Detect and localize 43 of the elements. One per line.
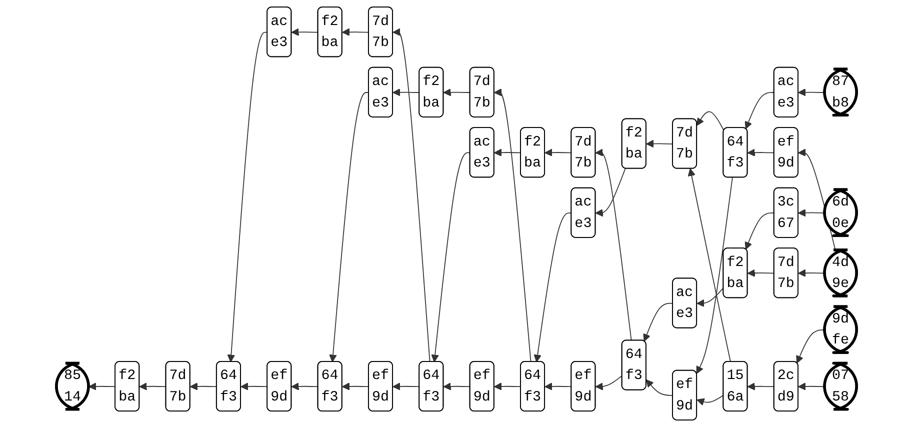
arrow — [646, 140, 674, 148]
arrow — [595, 148, 632, 342]
arrow — [747, 382, 775, 390]
arrow — [798, 269, 826, 277]
arrow — [443, 382, 471, 390]
arrow — [798, 88, 826, 96]
arrow — [696, 111, 724, 132]
arrow — [392, 28, 430, 362]
arrow — [291, 28, 319, 36]
arrow — [227, 32, 268, 362]
arrow — [747, 269, 775, 277]
arrow — [342, 382, 370, 390]
arrow — [240, 382, 268, 390]
arrow — [190, 382, 218, 390]
arrow — [392, 88, 420, 96]
arrow — [329, 92, 370, 362]
arrow — [688, 168, 731, 362]
arrow — [643, 302, 674, 342]
arrow — [443, 88, 471, 96]
arrow — [744, 92, 775, 130]
arrow — [798, 208, 826, 217]
arrow — [646, 379, 674, 396]
arrow — [494, 88, 532, 362]
arrow — [88, 382, 116, 390]
arrow — [544, 148, 572, 156]
arrow — [696, 394, 724, 406]
arrow — [744, 212, 775, 250]
arrow — [544, 382, 572, 390]
arrow — [798, 382, 826, 390]
arrow — [747, 148, 775, 156]
arrow — [139, 382, 167, 390]
arrow — [494, 148, 522, 156]
arrow — [494, 382, 522, 390]
arrow — [796, 329, 826, 364]
arrow — [392, 382, 420, 390]
arrow — [595, 168, 626, 217]
arrow — [342, 28, 370, 36]
arrow — [595, 375, 623, 390]
arrow — [291, 382, 319, 390]
arrow — [431, 152, 471, 362]
arrow — [696, 177, 733, 374]
arrow — [696, 287, 724, 308]
arrow — [534, 212, 572, 362]
